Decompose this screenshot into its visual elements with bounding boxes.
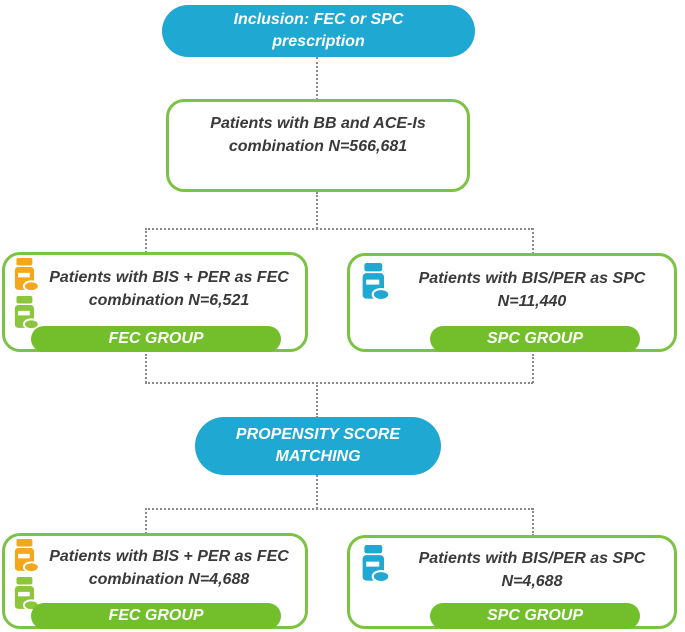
fec-group-badge: FEC GROUP [31, 603, 281, 629]
node-population: Patients with BB and ACE-Is combination … [166, 99, 470, 192]
pill-bottle-blue-icon [359, 263, 390, 301]
spc-after-text-line1: Patients with BIS/PER as SPC [418, 550, 646, 567]
population-text-line1: Patients with BB and ACE-Is [210, 115, 426, 132]
node-fec-before: Patients with BIS + PER as FEC combinati… [2, 252, 308, 352]
node-spc-after: Patients with BIS/PER as SPC N=4,688 SPC… [347, 535, 677, 629]
node-spc-before: Patients with BIS/PER as SPC N=11,440 SP… [347, 253, 677, 352]
spc-after-text-line2: N=4,688 [501, 573, 563, 590]
matching-text-line1: PROPENSITY SCORE [235, 426, 401, 443]
connector-drop-spc-after [532, 508, 534, 536]
node-propensity-matching: PROPENSITY SCORE MATCHING [195, 417, 441, 475]
fec-before-text: Patients with BIS + PER as FEC combinati… [39, 266, 299, 312]
connector-split-bottom [145, 508, 533, 510]
population-text-line2: combination N=566,681 [228, 138, 408, 155]
connector-drop-fec-after [145, 508, 147, 534]
connector-merge-stem [316, 382, 318, 418]
inclusion-text-line2: prescription [272, 33, 365, 50]
spc-after-text: Patients with BIS/PER as SPC N=4,688 [400, 547, 664, 593]
fec-before-text-line1: Patients with BIS + PER as FEC [49, 269, 289, 286]
connector-merge-mid [145, 382, 533, 384]
inclusion-text-line1: Inclusion: FEC or SPC [233, 11, 404, 28]
node-inclusion: Inclusion: FEC or SPC prescription [162, 5, 475, 57]
connector-inclusion-to-population [316, 57, 318, 100]
spc-before-text: Patients with BIS/PER as SPC N=11,440 [400, 267, 664, 313]
fec-after-text: Patients with BIS + PER as FEC combinati… [39, 545, 299, 591]
fec-group-badge: FEC GROUP [31, 326, 281, 352]
spc-before-text-line1: Patients with BIS/PER as SPC [418, 270, 646, 287]
connector-drop-spc-before [532, 228, 534, 254]
population-text: Patients with BB and ACE-Is combination … [169, 112, 467, 158]
pill-bottle-green-icon [11, 577, 40, 611]
connector-rise-spc-before [532, 354, 534, 383]
fec-after-text-line1: Patients with BIS + PER as FEC [49, 548, 289, 565]
spc-group-badge: SPC GROUP [430, 326, 640, 352]
connector-matching-stem [316, 475, 318, 509]
connector-population-stem [316, 192, 318, 229]
spc-before-text-line2: N=11,440 [497, 293, 567, 310]
connector-split-top [145, 228, 533, 230]
node-fec-after: Patients with BIS + PER as FEC combinati… [2, 533, 308, 629]
fec-before-text-line2: combination N=6,521 [88, 292, 250, 309]
pill-bottle-green-icon [11, 296, 40, 330]
pill-bottle-blue-icon [359, 545, 390, 583]
connector-rise-fec-before [145, 354, 147, 383]
matching-text-line2: MATCHING [275, 448, 361, 465]
pill-bottle-yellow-icon [11, 539, 40, 573]
pill-bottle-yellow-icon [11, 258, 40, 292]
spc-group-badge: SPC GROUP [430, 603, 640, 629]
fec-after-text-line2: combination N=4,688 [88, 571, 250, 588]
connector-drop-fec-before [145, 228, 147, 253]
